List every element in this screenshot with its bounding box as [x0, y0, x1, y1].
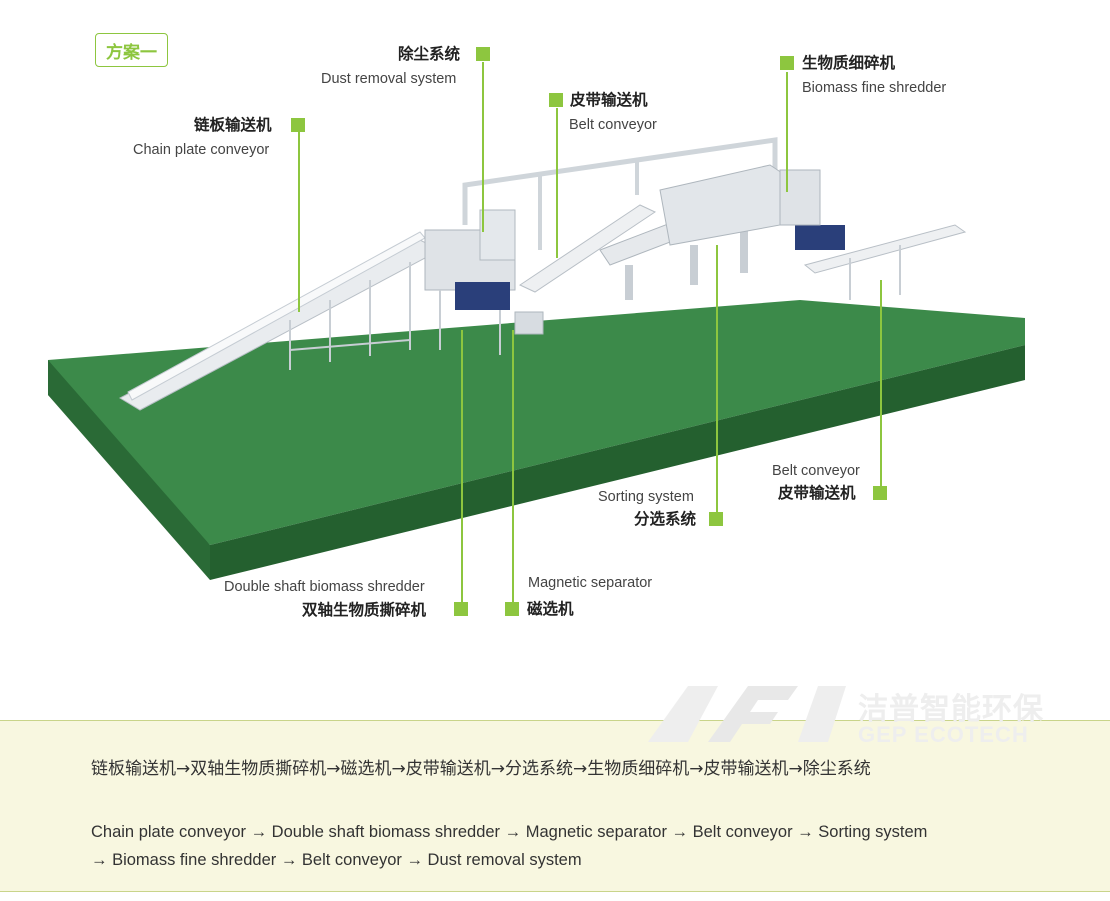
label-belt-right-zh: 皮带输送机 — [778, 484, 856, 502]
label-belt-top-en: Belt conveyor — [569, 117, 657, 133]
belt-conveyor-right — [803, 224, 967, 274]
callout-line-dust — [482, 62, 484, 232]
label-sorting-zh: 分选系统 — [634, 510, 697, 528]
marker-chain — [291, 118, 305, 132]
marker-dust — [476, 47, 490, 61]
platform-front — [48, 360, 210, 580]
callout-line-sorting — [716, 245, 718, 515]
label-double-en: Double shaft biomass shredder — [224, 579, 425, 595]
process-flow-en: Chain plate conveyor → Double shaft biom… — [91, 823, 928, 869]
watermark-en: GEP ECOTECH — [858, 722, 1029, 747]
marker-fine — [780, 56, 794, 70]
fine-shredder — [659, 164, 845, 250]
plant-illustration — [48, 137, 1025, 580]
callout-line-chain — [298, 132, 300, 312]
marker-belt-right — [873, 486, 887, 500]
label-double-zh: 双轴生物质撕碎机 — [302, 601, 427, 619]
label-dust-en: Dust removal system — [321, 71, 457, 87]
marker-magnetic — [505, 602, 519, 616]
label-belt-right-en: Belt conveyor — [772, 463, 860, 479]
label-chain-zh: 链板输送机 — [194, 116, 272, 134]
label-magnetic-en: Magnetic separator — [528, 575, 653, 591]
belt-conveyor-middle — [518, 204, 657, 293]
platform-side — [210, 345, 1025, 580]
scheme-badge: 方案一 — [95, 33, 168, 67]
callout-line-belt-top — [556, 108, 558, 258]
watermark-zh: 洁普智能环保 — [858, 692, 1044, 727]
callout-line-belt-right — [880, 280, 882, 490]
label-dust-zh: 除尘系统 — [398, 45, 461, 63]
dust-pipe — [462, 137, 778, 225]
callout-line-fine — [786, 72, 788, 192]
label-magnetic-zh: 磁选机 — [527, 600, 574, 618]
label-belt-top-zh: 皮带输送机 — [570, 91, 648, 109]
label-fine-en: Biomass fine shredder — [802, 80, 947, 96]
marker-double — [454, 602, 468, 616]
double-shaft-shredder — [424, 209, 544, 355]
process-flow-band — [0, 720, 1110, 892]
marker-sorting — [709, 512, 723, 526]
callout-line-double — [461, 330, 463, 608]
process-flow-zh: 链板输送机→双轴生物质撕碎机→磁选机→皮带输送机→分选系统→生物质细碎机→皮带输… — [91, 759, 871, 779]
chain-plate-conveyor — [118, 231, 442, 411]
label-fine-zh: 生物质细碎机 — [802, 54, 896, 72]
platform-top — [48, 300, 1025, 545]
marker-belt-top — [549, 93, 563, 107]
label-sorting-en: Sorting system — [598, 489, 694, 505]
label-chain-en: Chain plate conveyor — [133, 142, 270, 158]
gep-logo — [648, 686, 846, 742]
callout-line-magnetic — [512, 330, 514, 608]
